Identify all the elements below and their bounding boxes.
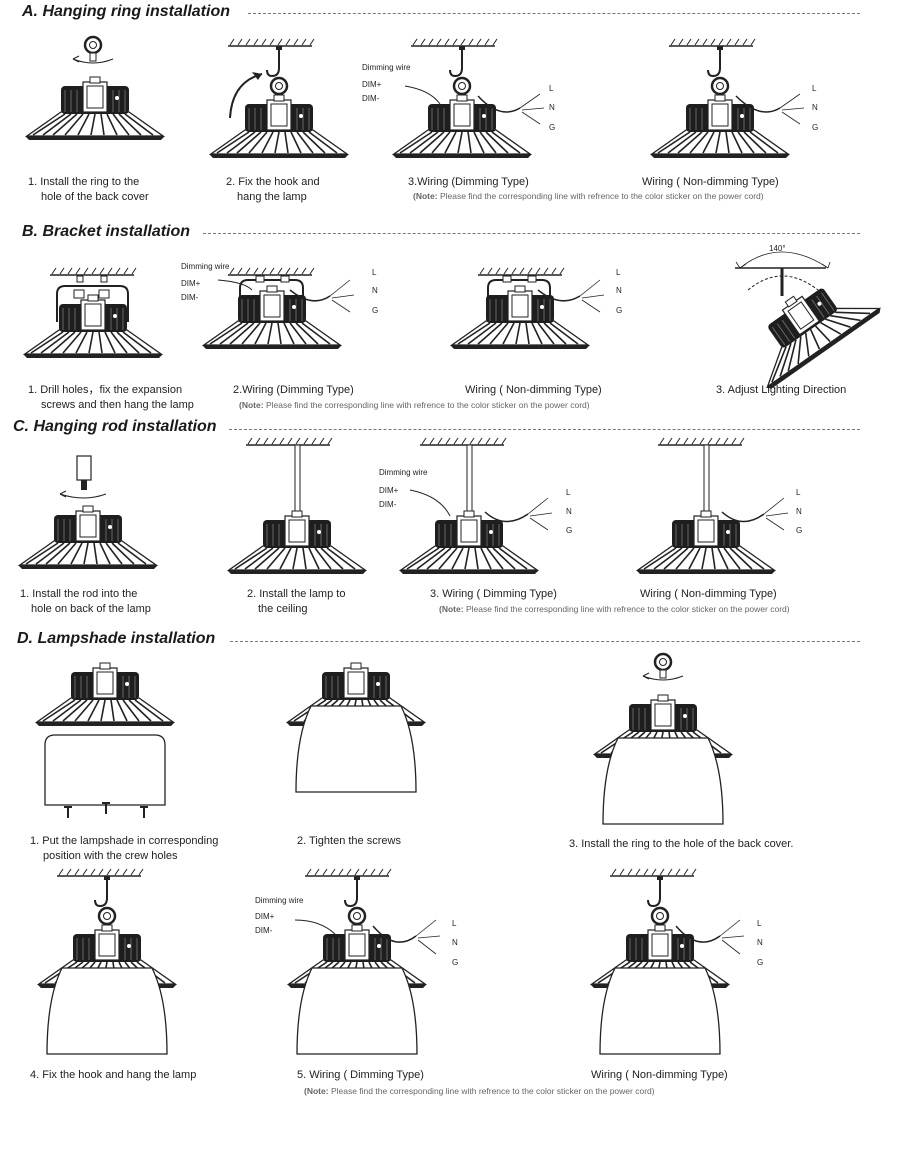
b3-g-label: G [616, 306, 623, 315]
a-dimming-wire-label: Dimming wire [362, 63, 411, 72]
a-step1-caption-line2: hole of the back cover [41, 191, 149, 203]
d-step1-caption-line1: 1. Put the lampshade in corresponding [30, 835, 219, 847]
c-step2-caption-line1: 2. Install the lamp to [247, 588, 346, 600]
section-d-divider [230, 641, 860, 642]
d5-l-label: L [452, 919, 457, 928]
b-step3-caption: Wiring ( Non-dimming Type) [465, 384, 602, 396]
b3-l-label: L [616, 268, 621, 277]
a-step4-caption: Wiring ( Non-dimming Type) [642, 176, 779, 188]
section-b-title: B. Bracket installation [22, 223, 191, 240]
d6-l-label: L [757, 919, 762, 928]
a3-g-label: G [549, 123, 556, 132]
section-c-title: C. Hanging rod installation [13, 418, 217, 435]
a-step1-caption-line1: 1. Install the ring to the [28, 176, 140, 188]
d-step3-caption: 3. Install the ring to the hole of the b… [569, 838, 794, 850]
b2-l-label: L [372, 268, 377, 277]
d-dimming-wire-label: Dimming wire [255, 896, 304, 905]
d-step6-caption: Wiring ( Non-dimming Type) [591, 1069, 728, 1081]
d5-g-label: G [452, 958, 459, 967]
c3-l-label: L [566, 488, 571, 497]
d-step1-caption-line2: position with the crew holes [43, 850, 178, 862]
c-dim-minus-label: DIM- [379, 500, 397, 509]
a-dim-plus-label: DIM+ [362, 80, 382, 89]
c-note: (Note: Please find the corresponding lin… [439, 604, 790, 614]
c4-g-label: G [796, 526, 803, 535]
section-d-title: D. Lampshade installation [17, 630, 216, 647]
a4-g-label: G [812, 123, 819, 132]
a-note: (Note: Please find the corresponding lin… [413, 191, 764, 201]
a-step2-caption-line2: hang the lamp [237, 191, 307, 203]
c-step4-caption: Wiring ( Non-dimming Type) [640, 588, 777, 600]
c3-n-label: N [566, 507, 572, 516]
a4-n-label: N [812, 103, 818, 112]
b3-n-label: N [616, 286, 622, 295]
section-b-divider [203, 233, 860, 234]
d6-n-label: N [757, 938, 763, 947]
b-step2-caption: 2.Wiring (Dimming Type) [233, 384, 354, 396]
b-dimming-wire-label: Dimming wire [181, 262, 230, 271]
a3-n-label: N [549, 103, 555, 112]
b-dim-minus-label: DIM- [181, 293, 199, 302]
d-note: (Note: Please find the corresponding lin… [304, 1086, 655, 1096]
d-step5-caption: 5. Wiring ( Dimming Type) [297, 1069, 424, 1081]
b-angle-label: 140° [769, 244, 786, 253]
b-note: (Note: Please find the corresponding lin… [239, 400, 590, 410]
d-step4-caption: 4. Fix the hook and hang the lamp [30, 1069, 197, 1081]
c-step1-caption-line2: hole on back of the lamp [31, 603, 151, 615]
b-step1-caption-line1: 1. Drill holes，fix the expansion [28, 384, 183, 396]
b2-g-label: G [372, 306, 379, 315]
a-step3-caption: 3.Wiring (Dimming Type) [408, 176, 529, 188]
c4-l-label: L [796, 488, 801, 497]
d6-g-label: G [757, 958, 764, 967]
d-dim-plus-label: DIM+ [255, 912, 275, 921]
d-step2-caption: 2. Tighten the screws [297, 835, 401, 847]
b2-n-label: N [372, 286, 378, 295]
a-dim-minus-label: DIM- [362, 94, 380, 103]
a-step2-caption-line1: 2. Fix the hook and [226, 176, 320, 188]
a3-l-label: L [549, 84, 554, 93]
d5-n-label: N [452, 938, 458, 947]
section-a-title: A. Hanging ring installation [22, 3, 230, 20]
c3-g-label: G [566, 526, 573, 535]
c-step2-caption-line2: the ceiling [258, 603, 308, 615]
c-dimming-wire-label: Dimming wire [379, 468, 428, 477]
c-dim-plus-label: DIM+ [379, 486, 399, 495]
section-c-divider [229, 429, 860, 430]
b-step1-caption-line2: screws and then hang the lamp [41, 399, 194, 411]
b-step4-caption: 3. Adjust Lighting Direction [716, 384, 847, 396]
d-dim-minus-label: DIM- [255, 926, 273, 935]
a4-l-label: L [812, 84, 817, 93]
section-a-divider [248, 13, 860, 14]
b-dim-plus-label: DIM+ [181, 279, 201, 288]
c-step3-caption: 3. Wiring ( Dimming Type) [430, 588, 557, 600]
c4-n-label: N [796, 507, 802, 516]
c-step1-caption-line1: 1. Install the rod into the [20, 588, 138, 600]
